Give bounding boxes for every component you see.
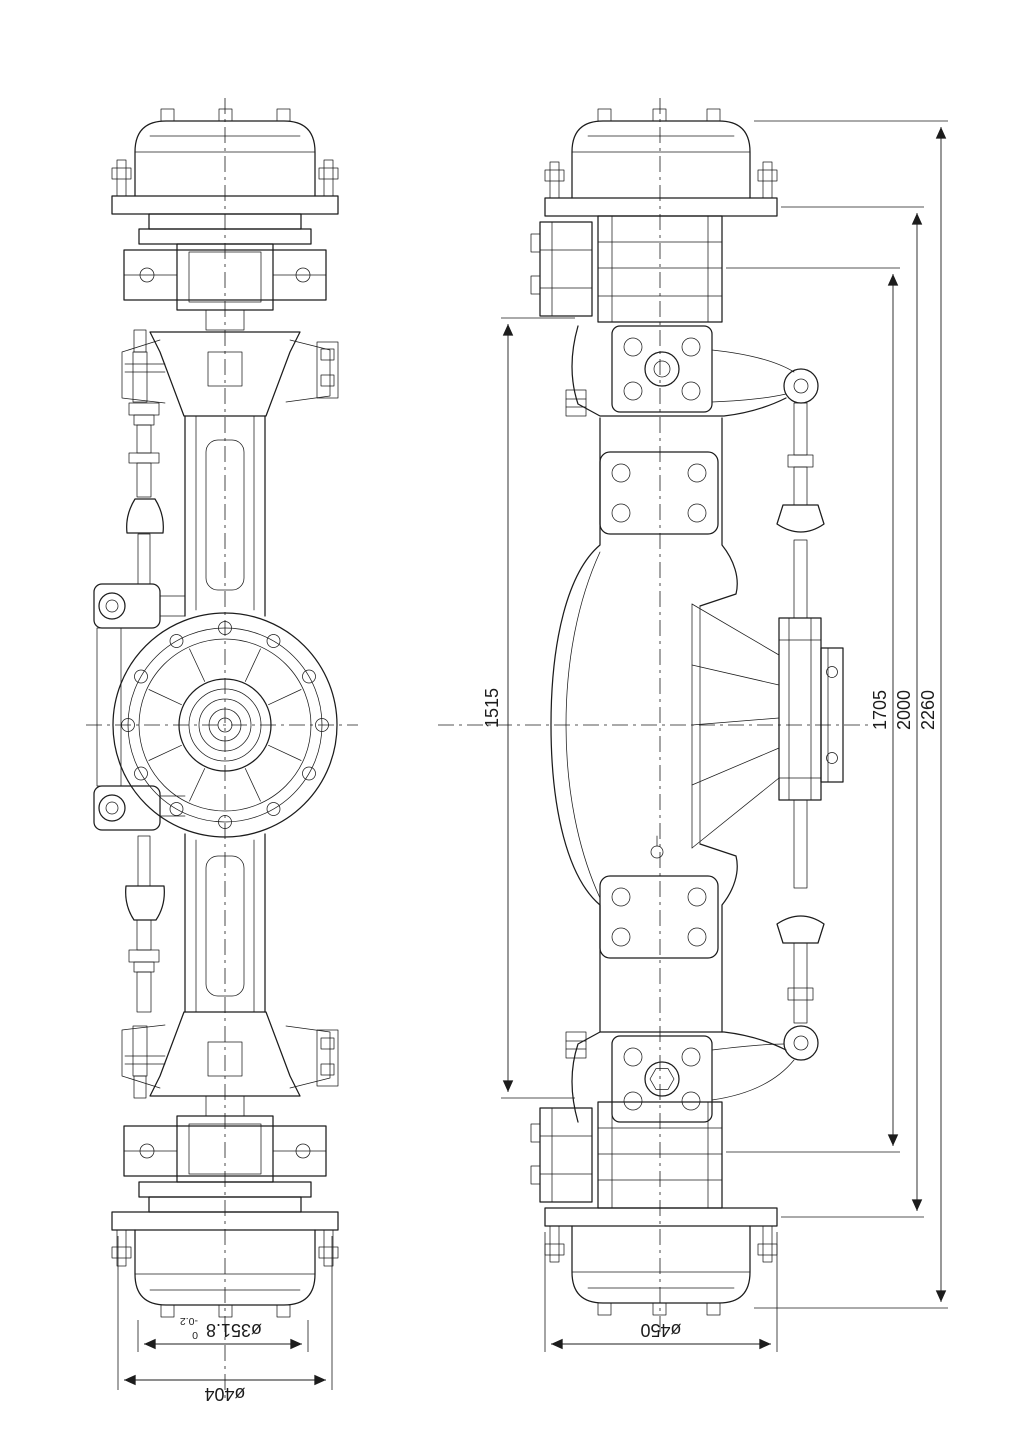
side-housing: [550, 417, 738, 1033]
front-bottom-knuckle: [121, 1011, 339, 1099]
side-top-column: [597, 215, 723, 323]
dim-dia-404-label: ø404: [204, 1384, 245, 1404]
dim-1515: 1515: [482, 317, 575, 1099]
dim-dia-351-8-tol-lower: -0.2: [180, 1315, 198, 1327]
front-tie-rod-upper: [126, 402, 164, 585]
side-top-bracket: [530, 221, 593, 317]
front-view: [86, 98, 358, 1400]
front-top-hub: [134, 108, 316, 197]
side-spring-pad-lower: [599, 875, 719, 959]
dim-dia-351-8-tol-upper: 0: [192, 1329, 198, 1341]
dim-2000: 2000: [781, 206, 924, 1218]
side-top-flange: [544, 161, 778, 217]
dim-1705: 1705: [726, 267, 900, 1153]
side-bottom-yoke: [565, 1025, 819, 1123]
dim-2000-label: 2000: [894, 690, 914, 730]
front-left-bracket: [93, 583, 186, 831]
side-bottom-flange: [544, 1207, 778, 1263]
side-bottom-hub: [571, 1225, 751, 1316]
dim-dia-450-label: ø450: [640, 1320, 681, 1340]
side-bottom-bracket: [530, 1107, 593, 1203]
dim-1515-label: 1515: [482, 688, 502, 728]
side-steering-link: [776, 402, 844, 1024]
dim-dia-351-8: ø351.8 0 -0.2: [137, 1315, 309, 1352]
front-bottom-hub: [134, 1229, 316, 1318]
front-bottom-flange: [111, 1211, 339, 1267]
dim-dia-404: ø404: [117, 1236, 333, 1404]
dim-dia-351-8-label: ø351.8: [206, 1320, 262, 1340]
side-top-hub: [571, 108, 751, 199]
dim-2260-label: 2260: [918, 690, 938, 730]
front-top-bearing: [123, 213, 327, 331]
front-top-knuckle: [121, 329, 339, 417]
side-top-yoke: [565, 325, 819, 417]
dim-2260: 2260: [754, 120, 948, 1309]
front-axle-beam: [184, 415, 266, 1013]
dim-1705-label: 1705: [870, 690, 890, 730]
dim-dia-450: ø450: [544, 1232, 778, 1352]
side-view: [438, 98, 868, 1332]
side-input-cone: [691, 603, 780, 849]
side-spring-pad-upper: [599, 451, 719, 535]
front-differential-cover: [112, 612, 338, 838]
front-tie-rod-lower: [125, 835, 165, 1013]
